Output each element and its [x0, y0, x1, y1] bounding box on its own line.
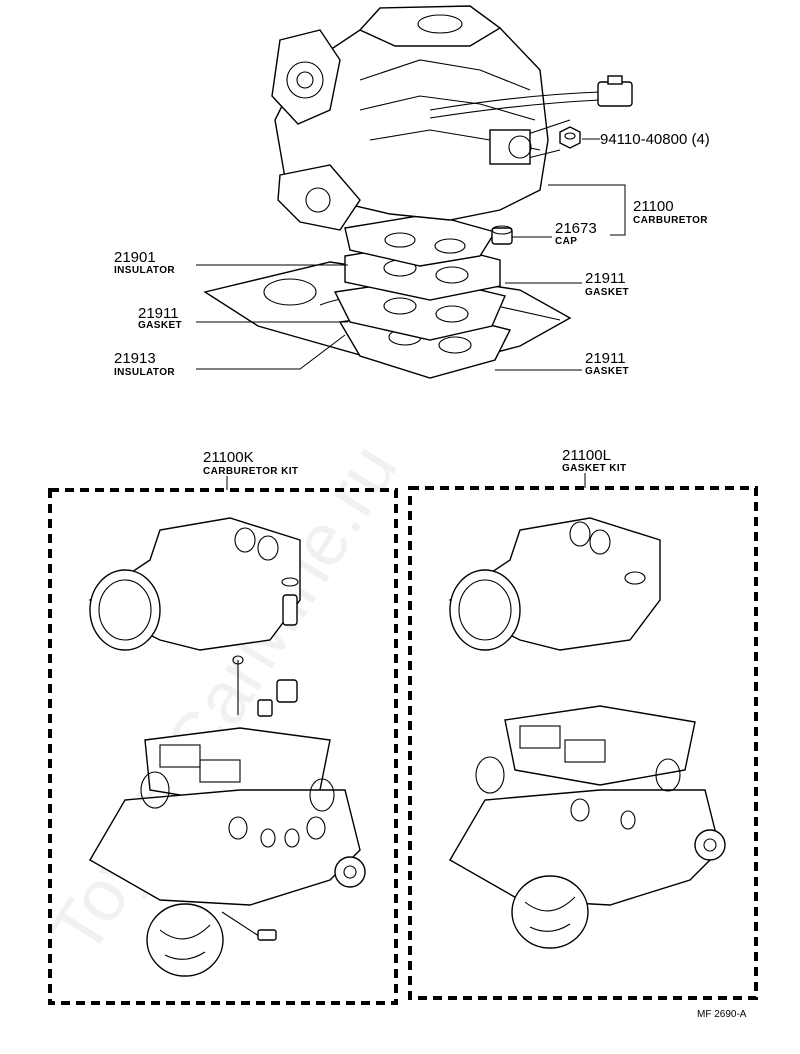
carburetor-kit-number: 21100K — [203, 449, 254, 466]
insulator-upper-part-name: INSULATOR — [114, 265, 175, 276]
carburetor-kit-name: CARBURETOR KIT — [203, 466, 298, 477]
gasket-kit-name: GASKET KIT — [562, 463, 627, 474]
gasket-kit-illustration — [448, 517, 726, 949]
kit-label-gasket-kit: 21100L GASKET KIT — [562, 447, 627, 488]
part-label-cap: 21673 CAP — [555, 220, 597, 247]
insulator-lower-part-name: INSULATOR — [114, 367, 175, 378]
part-label-gasket-c: 21911 GASKET — [585, 350, 629, 377]
leader-lines — [196, 138, 626, 371]
gasket-a-part-number: 21911 — [585, 270, 626, 287]
part-label-insulator-upper: 21901 INSULATOR — [114, 249, 175, 276]
part-label-gasket-b: 21911 GASKET — [138, 305, 182, 331]
gasket-kit-number: 21100L — [562, 447, 611, 464]
carburetor-kit-illustration — [88, 517, 366, 977]
gasket-c-part-number: 21911 — [585, 350, 626, 367]
gasket-kit-frame — [408, 486, 758, 1000]
nut-part-number: 94110-40800 (4) — [600, 131, 710, 148]
kit-label-carburetor-kit: 21100K CARBURETOR KIT — [203, 449, 298, 490]
gasket-b-part-number: 21911 — [138, 305, 179, 322]
part-label-nut: 94110-40800 (4) — [600, 131, 710, 148]
carburetor-part-name: CARBURETOR — [633, 215, 708, 226]
cap-part-name: CAP — [555, 236, 577, 247]
insulator-upper-part-number: 21901 — [114, 249, 156, 266]
insulator-lower-part-number: 21913 — [114, 350, 156, 367]
cap-part-number: 21673 — [555, 220, 597, 237]
gasket-a-part-name: GASKET — [585, 287, 629, 298]
carburetor-part-number: 21100 — [633, 198, 674, 215]
gasket-c-part-name: GASKET — [585, 366, 629, 377]
part-label-gasket-a: 21911 GASKET — [585, 270, 629, 298]
figure-code: MF 2690-A — [697, 1009, 747, 1020]
gasket-b-part-name: GASKET — [138, 320, 182, 331]
carburetor-kit-frame — [48, 488, 398, 1005]
part-label-insulator-lower: 21913 INSULATOR — [114, 350, 175, 378]
carburetor-assembly-illustration — [203, 5, 633, 379]
part-label-carburetor: 21100 CARBURETOR — [633, 198, 708, 226]
